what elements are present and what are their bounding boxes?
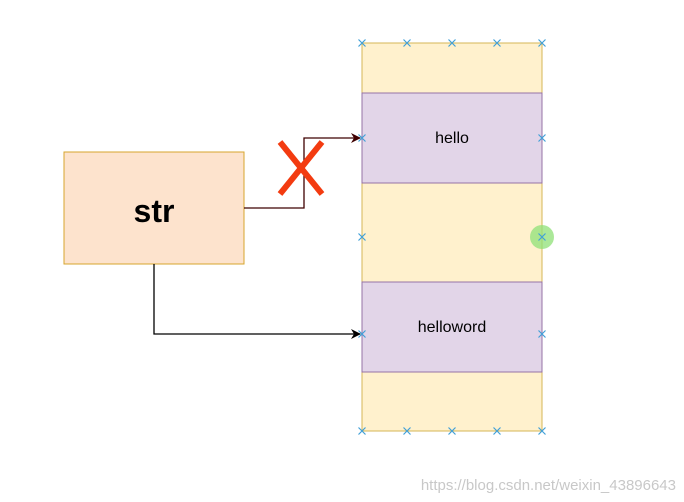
- cross-icon: [277, 140, 325, 196]
- memory-block-hello-label: hello: [435, 130, 469, 147]
- connection-marker: [403, 39, 411, 47]
- connection-markers: [358, 39, 546, 435]
- memory-block-helloword: [361, 281, 543, 373]
- memory-block-hello: [361, 92, 543, 184]
- connection-marker: [493, 427, 501, 435]
- connection-marker: [538, 427, 546, 435]
- connection-marker: [538, 134, 546, 142]
- memory-block-helloword-label: helloword: [418, 319, 486, 336]
- connection-marker: [448, 39, 456, 47]
- connection-marker: [538, 330, 546, 338]
- connection-marker: [358, 233, 366, 241]
- variable-node-str: [63, 151, 245, 265]
- connection-marker: [493, 39, 501, 47]
- connection-marker: [358, 134, 366, 142]
- connection-marker: [358, 427, 366, 435]
- connection-marker: [538, 233, 546, 241]
- connection-marker: [403, 427, 411, 435]
- new-reference-arrow: [153, 264, 361, 339]
- connection-marker: [448, 427, 456, 435]
- watermark: https://blog.csdn.net/weixin_43896643: [420, 477, 676, 494]
- variable-node-str-label: str: [134, 193, 175, 229]
- connection-marker: [358, 330, 366, 338]
- connection-marker: [538, 39, 546, 47]
- connection-marker: [358, 39, 366, 47]
